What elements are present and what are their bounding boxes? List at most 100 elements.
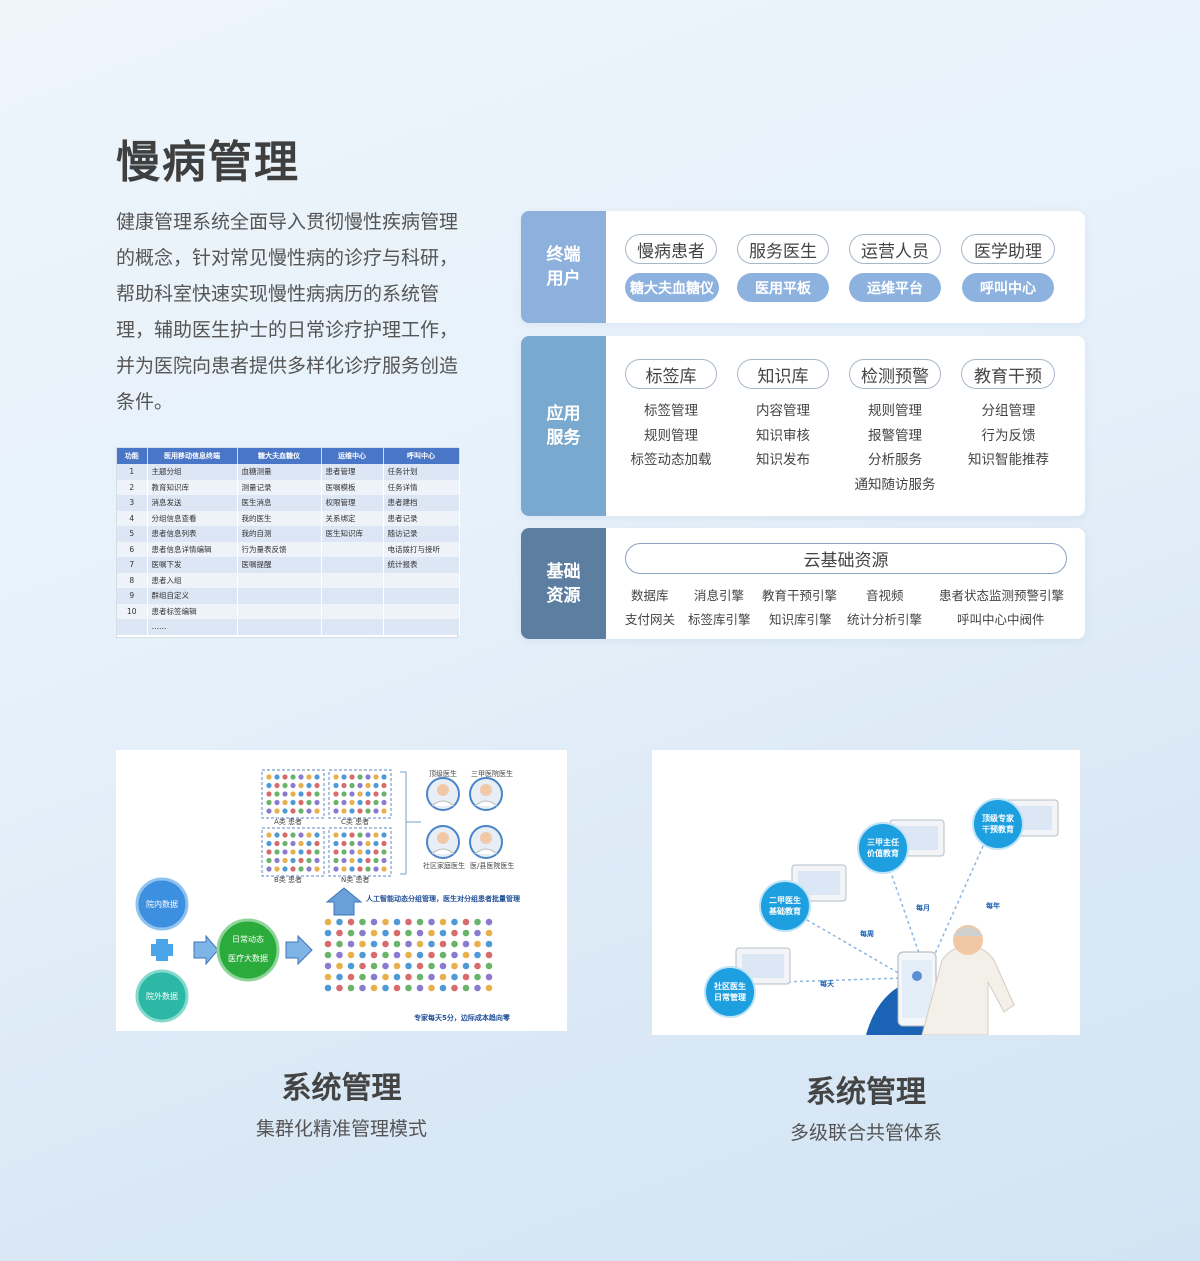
patient-icon: [474, 929, 481, 937]
patient-icon: [290, 849, 296, 855]
patient-icon: [266, 857, 272, 864]
caption-subtitle-1: 集群化精准管理模式: [255, 1118, 427, 1140]
table-cell: [383, 572, 460, 588]
table-cell: 任务计划: [383, 464, 460, 480]
table-cell: 患者管理: [321, 464, 384, 480]
page-title: 慢病管理: [116, 137, 300, 188]
patient-icon: [357, 849, 363, 855]
patient-icon: [462, 984, 470, 992]
table-cell: [383, 588, 460, 604]
patient-icon: [349, 857, 355, 864]
patient-icon: [266, 866, 272, 872]
table-cell: [237, 619, 322, 635]
module-pill: 知识库: [737, 359, 829, 389]
device-pill: 医用平板: [737, 273, 829, 302]
table-cell: 主题分组: [147, 464, 238, 480]
patient-icon: [336, 973, 343, 981]
table-cell: 医生消息: [237, 495, 322, 511]
patient-icon: [349, 832, 355, 838]
list-item: 规则管理: [644, 427, 698, 444]
table-cell: 我的医生: [237, 510, 322, 526]
patient-icon: [290, 840, 296, 847]
table-header: 呼叫中心: [383, 448, 460, 464]
list-item: 内容管理: [756, 403, 810, 419]
resource-item: 统计分析引擎: [847, 612, 923, 627]
patient-icon: [282, 808, 288, 814]
patient-icon: [393, 951, 401, 959]
patient-icon: [347, 940, 355, 948]
patient-icon: [416, 984, 424, 992]
patient-icon: [306, 840, 312, 847]
patient-icon: [365, 791, 371, 797]
device-pill: 糖大夫血糖仪: [625, 273, 719, 302]
patient-icon: [485, 918, 493, 926]
patient-icon: [474, 918, 481, 926]
patient-icon: [282, 840, 288, 847]
patient-icon: [370, 929, 378, 937]
patient-icon: [349, 849, 355, 855]
patient-icon: [341, 857, 347, 864]
patient-icon: [393, 918, 401, 926]
patient-icon: [439, 973, 447, 981]
patient-icon: [290, 857, 296, 864]
patient-icon: [314, 857, 320, 864]
patient-icon: [485, 984, 493, 992]
patient-icon: [373, 791, 379, 797]
phone-icon: [897, 951, 937, 1027]
doctor-avatar: [469, 777, 503, 811]
patient-icon: [382, 918, 389, 926]
patient-icon: [382, 929, 389, 937]
svg-text:日常动态: 日常动态: [232, 934, 264, 944]
table-cell: 6: [117, 541, 148, 557]
patient-icon: [381, 857, 387, 864]
patient-icon: [405, 918, 412, 926]
patient-icon: [405, 951, 412, 959]
patient-icon: [428, 962, 435, 970]
patient-icon: [324, 984, 332, 992]
doctor-avatar: [426, 777, 460, 811]
patient-icon: [381, 782, 387, 789]
patient-icon: [333, 840, 339, 847]
patient-icon: [290, 774, 296, 780]
doctor-label: 三甲医院医生: [471, 769, 513, 778]
module-items: 规则管理 报警管理 分析服务 通知随访服务: [839, 399, 951, 497]
patient-icon: [347, 951, 355, 959]
svg-text:二甲医生: 二甲医生: [769, 895, 801, 905]
patient-icon: [393, 962, 401, 970]
patient-icon: [416, 918, 424, 926]
patient-icon: [349, 774, 355, 780]
patient-icon: [451, 929, 458, 937]
patient-icon: [357, 857, 363, 864]
table-cell: [321, 588, 384, 604]
patient-icon: [405, 984, 412, 992]
patient-icon: [365, 849, 371, 855]
patient-icon: [336, 929, 343, 937]
patient-icon: [381, 866, 387, 872]
patient-icon: [474, 951, 481, 959]
patient-icon: [382, 940, 389, 948]
patient-icon: [349, 799, 355, 806]
patient-icon: [347, 984, 355, 992]
patient-icon: [306, 857, 312, 864]
patient-icon: [357, 840, 363, 847]
patient-icon: [341, 849, 347, 855]
table-cell: 2: [117, 479, 148, 495]
patient-icon: [306, 782, 312, 789]
table-cell: 3: [117, 495, 148, 511]
module-pill: 教育干预: [961, 359, 1055, 389]
patient-icon: [333, 857, 339, 864]
patient-icon: [274, 866, 280, 872]
patient-icon: [282, 849, 288, 855]
patient-icon: [405, 962, 412, 970]
base-resources-card: 基础资源 云基础资源 数据库 消息引擎 教育干预引擎 音视频 患者状态监测预警引…: [521, 528, 1085, 639]
patient-icon: [298, 840, 304, 847]
group-label: A类 患者: [274, 817, 302, 826]
patient-icon: [314, 808, 320, 814]
table-cell: [321, 572, 384, 588]
patient-icon: [365, 832, 371, 838]
patient-icon: [274, 857, 280, 864]
app-services-card: 应用服务 标签库 知识库 检测预警 教育干预 标签管理 规则管理 标签动态加载 …: [521, 336, 1085, 516]
